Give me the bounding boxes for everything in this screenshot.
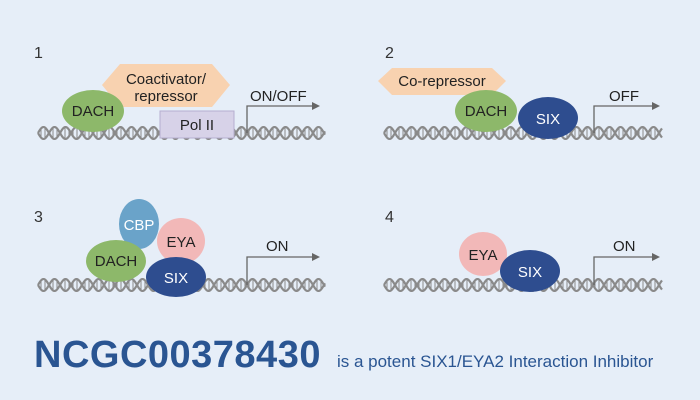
- panel-2: 2 Co-repressor DACH SIX OFF: [378, 45, 663, 141]
- dna-helix: [383, 125, 663, 141]
- cbp-protein: [119, 199, 159, 249]
- state-label: OFF: [609, 88, 639, 105]
- corepressor-shape: [378, 68, 506, 95]
- six-label: SIX: [164, 270, 188, 287]
- repressor-label: repressor: [134, 88, 197, 105]
- arrowhead: [652, 102, 660, 110]
- transcription-arrow: [246, 105, 312, 133]
- six-protein: [518, 97, 578, 139]
- panel-3: 3 CBP EYA DACH SIX ON: [34, 199, 326, 297]
- regulation-diagram: 1 Pol II Coactivator/ repressor DACH ON/…: [34, 45, 663, 297]
- six-protein: [500, 250, 560, 292]
- six-protein: [146, 257, 206, 297]
- compound-description: is a potent SIX1/EYA2 Interaction Inhibi…: [336, 352, 654, 371]
- coregulator-shape: [102, 64, 230, 107]
- transcription-arrow: [593, 256, 652, 285]
- state-label: ON: [613, 238, 636, 255]
- six-label: SIX: [518, 264, 542, 281]
- dach-protein: [62, 90, 124, 132]
- dach-protein: [455, 90, 517, 132]
- state-label: ON: [266, 238, 289, 255]
- corepressor-label: Co-repressor: [398, 73, 486, 90]
- arrowhead: [652, 253, 660, 261]
- dna-strand: [383, 125, 663, 141]
- dach-label: DACH: [95, 253, 138, 270]
- caption: NCGC00378430 is a potent SIX1/EYA2 Inter…: [34, 334, 653, 377]
- eya-label: EYA: [167, 234, 196, 251]
- arrowhead: [312, 253, 320, 261]
- transcription-arrow: [593, 105, 652, 133]
- pol-ii-label: Pol II: [180, 117, 214, 134]
- transcription-arrow: [246, 256, 312, 285]
- dach-label: DACH: [72, 103, 115, 120]
- panel-4: 4 EYA SIX ON: [383, 209, 663, 293]
- panel-number: 1: [34, 45, 43, 62]
- eya-protein: [157, 218, 205, 264]
- dach-label: DACH: [465, 103, 508, 120]
- coactivator-label: Coactivator/: [126, 71, 207, 88]
- panel-number: 4: [385, 209, 394, 226]
- cbp-label: CBP: [124, 217, 155, 234]
- dach-protein: [86, 240, 146, 282]
- state-label: ON/OFF: [250, 88, 307, 105]
- panel-number: 2: [385, 45, 394, 62]
- arrowhead: [312, 102, 320, 110]
- eya-protein: [459, 232, 507, 276]
- eya-label: EYA: [469, 247, 498, 264]
- panel-number: 3: [34, 209, 43, 226]
- six-label: SIX: [536, 111, 560, 128]
- pol-ii-box: [159, 110, 235, 139]
- compound-name: NCGC00378430: [34, 334, 321, 376]
- panel-1: 1 Pol II Coactivator/ repressor DACH ON/…: [34, 45, 326, 141]
